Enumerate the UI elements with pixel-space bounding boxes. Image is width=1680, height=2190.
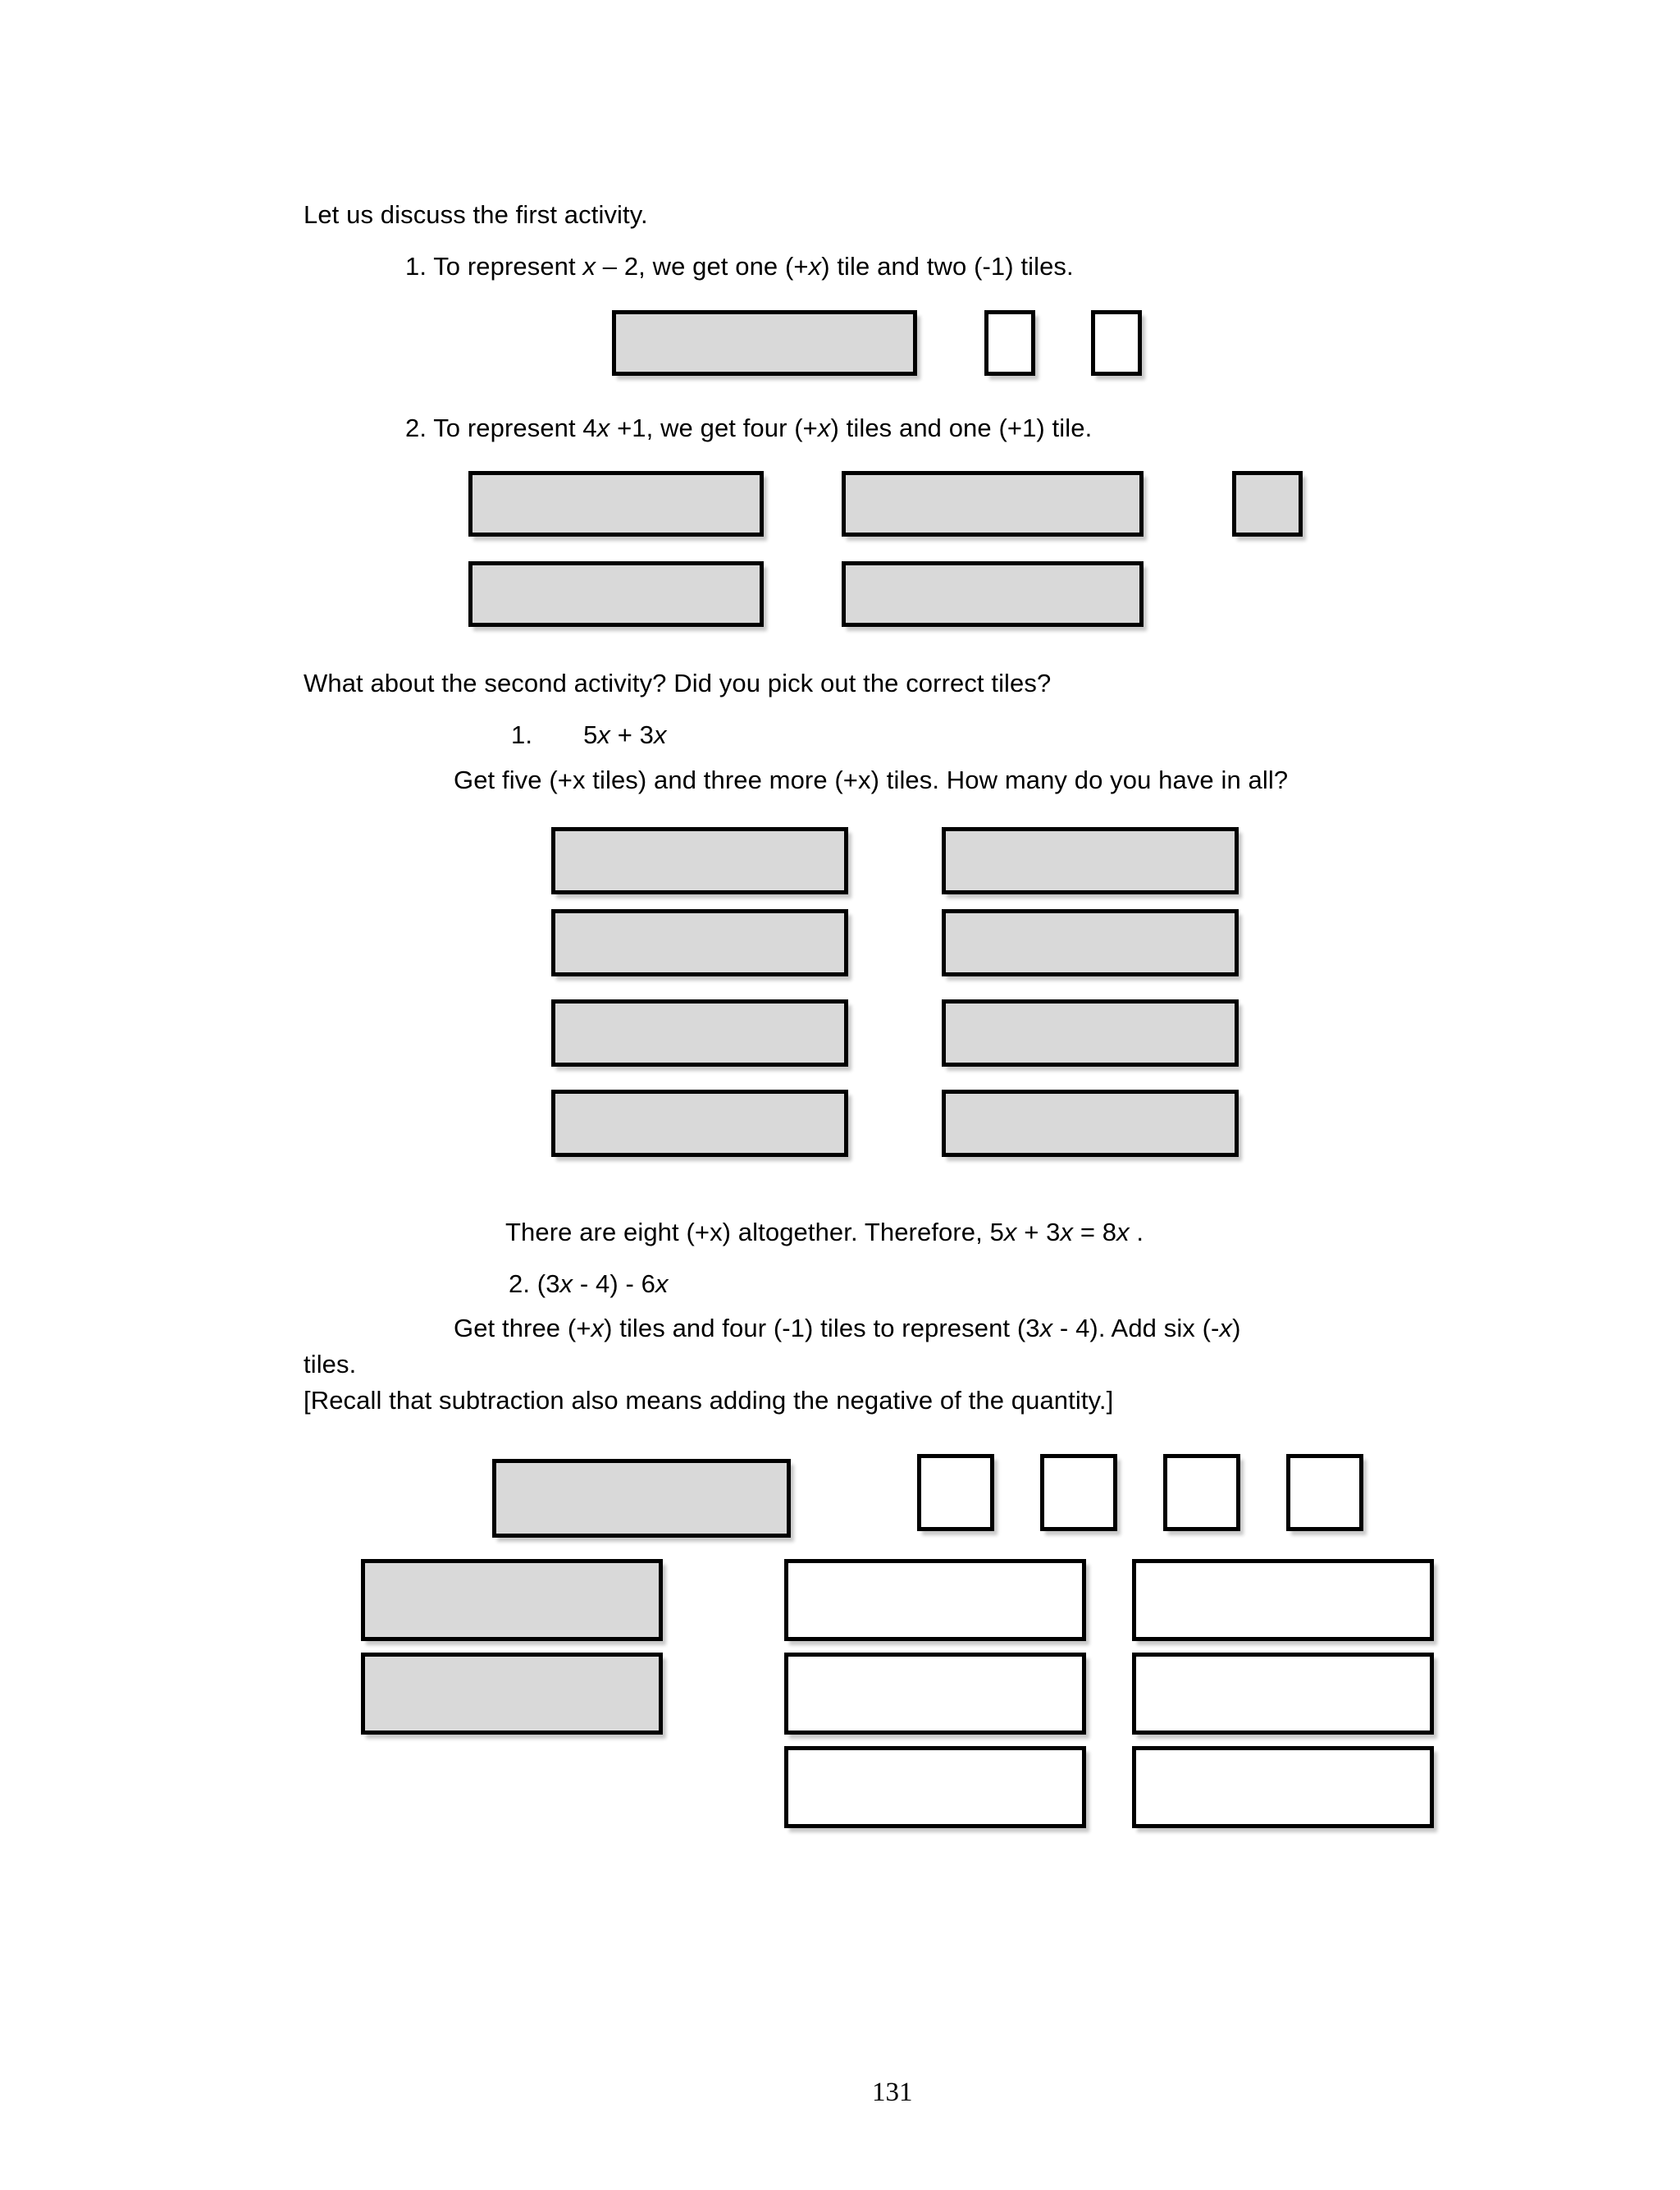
algebra-tile-x-negative [1132,1559,1434,1641]
question-1-var-a: x [597,720,611,749]
question-1-answer: There are eight (+x) altogether. Therefo… [505,1214,1144,1250]
item-2-suffix: ) tiles and one (+1) tile. [830,414,1093,442]
algebra-tile-one-negative [1286,1454,1363,1531]
algebra-tile-x-negative [784,1559,1086,1641]
question-1-heading: 1.5x + 3x [511,717,667,753]
item-1-var-1: x [582,252,596,281]
item-1-mid: – 2, we get one (+ [596,252,809,281]
algebra-tile-one-negative [1091,310,1142,376]
question-2-instruction-wrap: tiles. [304,1350,357,1378]
algebra-tile-x-negative [784,1746,1086,1828]
page-number: 131 [872,2078,913,2107]
q2-instruction-var-2: x [1039,1314,1053,1342]
answer-var-3: x [1116,1218,1130,1246]
algebra-tile-one-negative [917,1454,994,1531]
question-2-var-1: x [559,1269,573,1298]
question-1-instruction: Get five (+x tiles) and three more (+x) … [454,766,1289,794]
algebra-tile-x-positive [842,561,1144,627]
question-1-coef-a: 5 [583,720,598,749]
item-2-prefix: 2. To represent 4 [405,414,597,442]
question-2-expr: (3 [530,1269,560,1298]
answer-mid-2: = 8 [1073,1218,1117,1246]
algebra-tile-x-positive [361,1559,663,1641]
algebra-tile-x-positive [842,471,1144,537]
algebra-tile-x-positive [942,909,1239,976]
question-2-heading: 2. (3x - 4) - 6x [509,1266,669,1302]
intro-text: Let us discuss the first activity. [304,200,648,229]
algebra-tile-x-positive [612,310,917,376]
q2-instruction-var-1: x [591,1314,605,1342]
algebra-tile-x-negative [1132,1746,1434,1828]
second-activity-question: What about the second activity? Did you … [304,669,1052,697]
question-1-op: + 3 [610,720,654,749]
algebra-tile-x-negative [784,1653,1086,1735]
answer-tail: . [1129,1218,1144,1246]
question-2-number: 2. [509,1269,531,1298]
algebra-tile-x-positive [551,827,848,894]
algebra-tile-one-negative [1163,1454,1240,1531]
q2-instruction-lead: Get three (+ [454,1314,591,1342]
algebra-tile-x-positive [942,1090,1239,1157]
answer-var-1: x [1003,1218,1017,1246]
algebra-tile-x-positive [942,827,1239,894]
algebra-tile-one-negative [1040,1454,1117,1531]
algebra-tile-x-positive [468,561,764,627]
item-1-suffix: ) tile and two (-1) tiles. [821,252,1074,281]
item-2-mid: +1, we get four (+ [609,414,818,442]
q2-instruction-mid-1: ) tiles and four (-1) tiles to represent… [604,1314,1040,1342]
algebra-tile-x-negative [1132,1653,1434,1735]
algebra-tile-x-positive [492,1459,791,1538]
algebra-tile-x-positive [551,1090,848,1157]
recall-note: [Recall that subtraction also means addi… [304,1386,1114,1415]
algebra-tile-one-negative [984,310,1035,376]
question-2-mid: - 4) - 6 [573,1269,655,1298]
q2-instruction-mid-2: - 4). Add six (- [1052,1314,1220,1342]
algebra-tile-x-positive [468,471,764,537]
answer-var-2: x [1060,1218,1074,1246]
algebra-tile-one-positive [1232,471,1303,537]
item-2-text: 2. To represent 4x +1, we get four (+x) … [405,410,1092,446]
algebra-tile-x-positive [942,999,1239,1067]
question-1-answer-lead: There are eight (+x) altogether. Therefo… [505,1218,1004,1246]
item-1-prefix: 1. To represent [405,252,583,281]
item-1-text: 1. To represent x – 2, we get one (+x) t… [405,249,1074,285]
question-2-var-2: x [655,1269,669,1298]
answer-mid-1: + 3 [1016,1218,1061,1246]
question-1-number: 1. [511,720,533,749]
item-2-var-2: x [817,414,831,442]
question-2-instruction: Get three (+x) tiles and four (-1) tiles… [454,1310,1241,1346]
item-2-var-1: x [596,414,610,442]
algebra-tile-x-positive [361,1653,663,1735]
item-1-var-2: x [808,252,822,281]
algebra-tile-x-positive [551,999,848,1067]
q2-instruction-var-3: x [1219,1314,1233,1342]
question-1-var-b: x [654,720,667,749]
algebra-tile-x-positive [551,909,848,976]
q2-instruction-tail: ) [1232,1314,1241,1342]
